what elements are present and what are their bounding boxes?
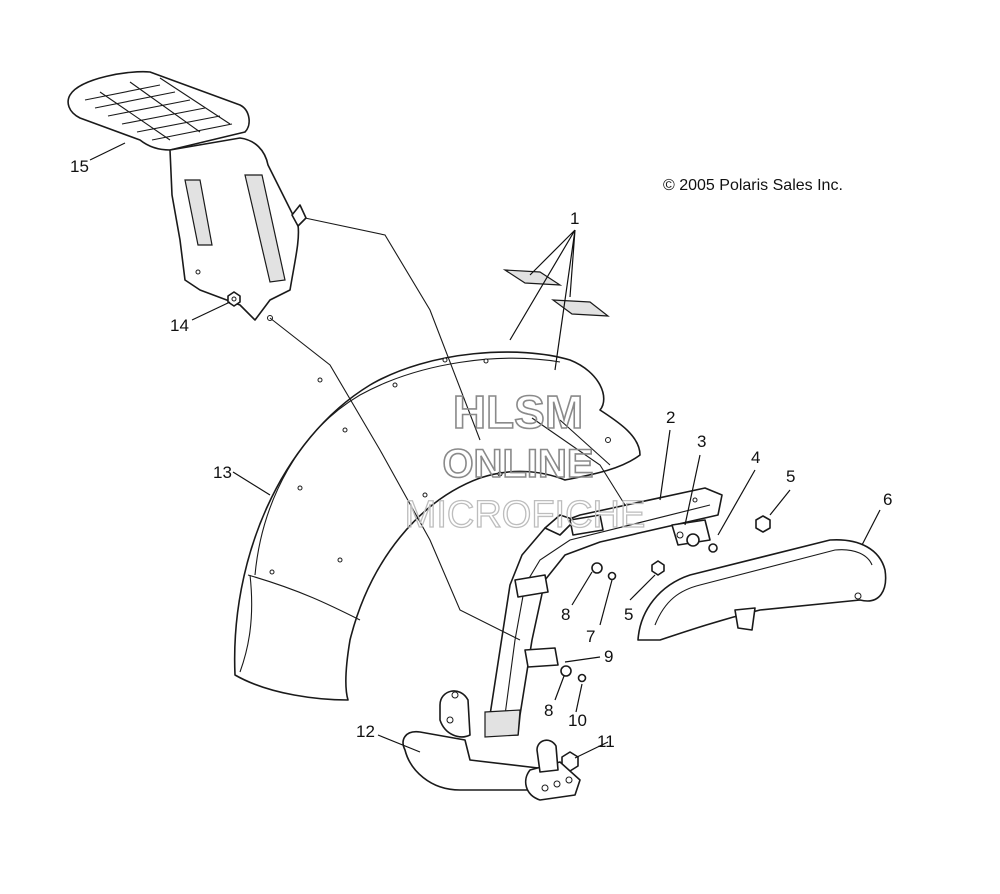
fender-extension — [637, 539, 887, 641]
callout-4: 4 — [751, 448, 760, 467]
callout-14: 14 — [170, 316, 189, 335]
leader-lines — [89, 142, 881, 759]
copyright-notice: © 2005 Polaris Sales Inc. — [663, 177, 843, 194]
watermark: HLSM ONLINE MICROFICHE — [404, 385, 646, 536]
callout-15: 15 — [70, 157, 89, 176]
watermark-line-1: HLSM — [453, 386, 583, 438]
callout-1: 1 — [570, 209, 579, 228]
front-fender — [233, 351, 641, 701]
callout-13: 13 — [213, 463, 232, 482]
callout-11: 11 — [597, 732, 615, 751]
hardware — [560, 515, 771, 772]
callout-7: 7 — [586, 627, 595, 646]
callout-5b: 5 — [624, 605, 633, 624]
callout-12: 12 — [356, 722, 375, 741]
callout-10: 10 — [568, 711, 587, 730]
assembly-lines — [269, 217, 626, 641]
fender-support-frame — [484, 487, 723, 738]
watermark-line-3: MICROFICHE — [405, 494, 646, 536]
callout-9: 9 — [604, 647, 613, 666]
lower-mount-bar — [402, 690, 581, 801]
callout-labels: 1 2 3 4 5 5 6 7 8 8 9 10 11 12 13 14 15 — [70, 157, 892, 751]
callout-5a: 5 — [786, 467, 795, 486]
callout-6: 6 — [883, 490, 892, 509]
watermark-line-2: ONLINE — [442, 442, 593, 486]
nut-14 — [227, 291, 241, 307]
callout-8b: 8 — [544, 701, 553, 720]
callout-3: 3 — [697, 432, 706, 451]
rack-assembly — [67, 70, 307, 321]
reflector-pads — [502, 269, 610, 317]
callout-2: 2 — [666, 408, 675, 427]
callout-8a: 8 — [561, 605, 570, 624]
